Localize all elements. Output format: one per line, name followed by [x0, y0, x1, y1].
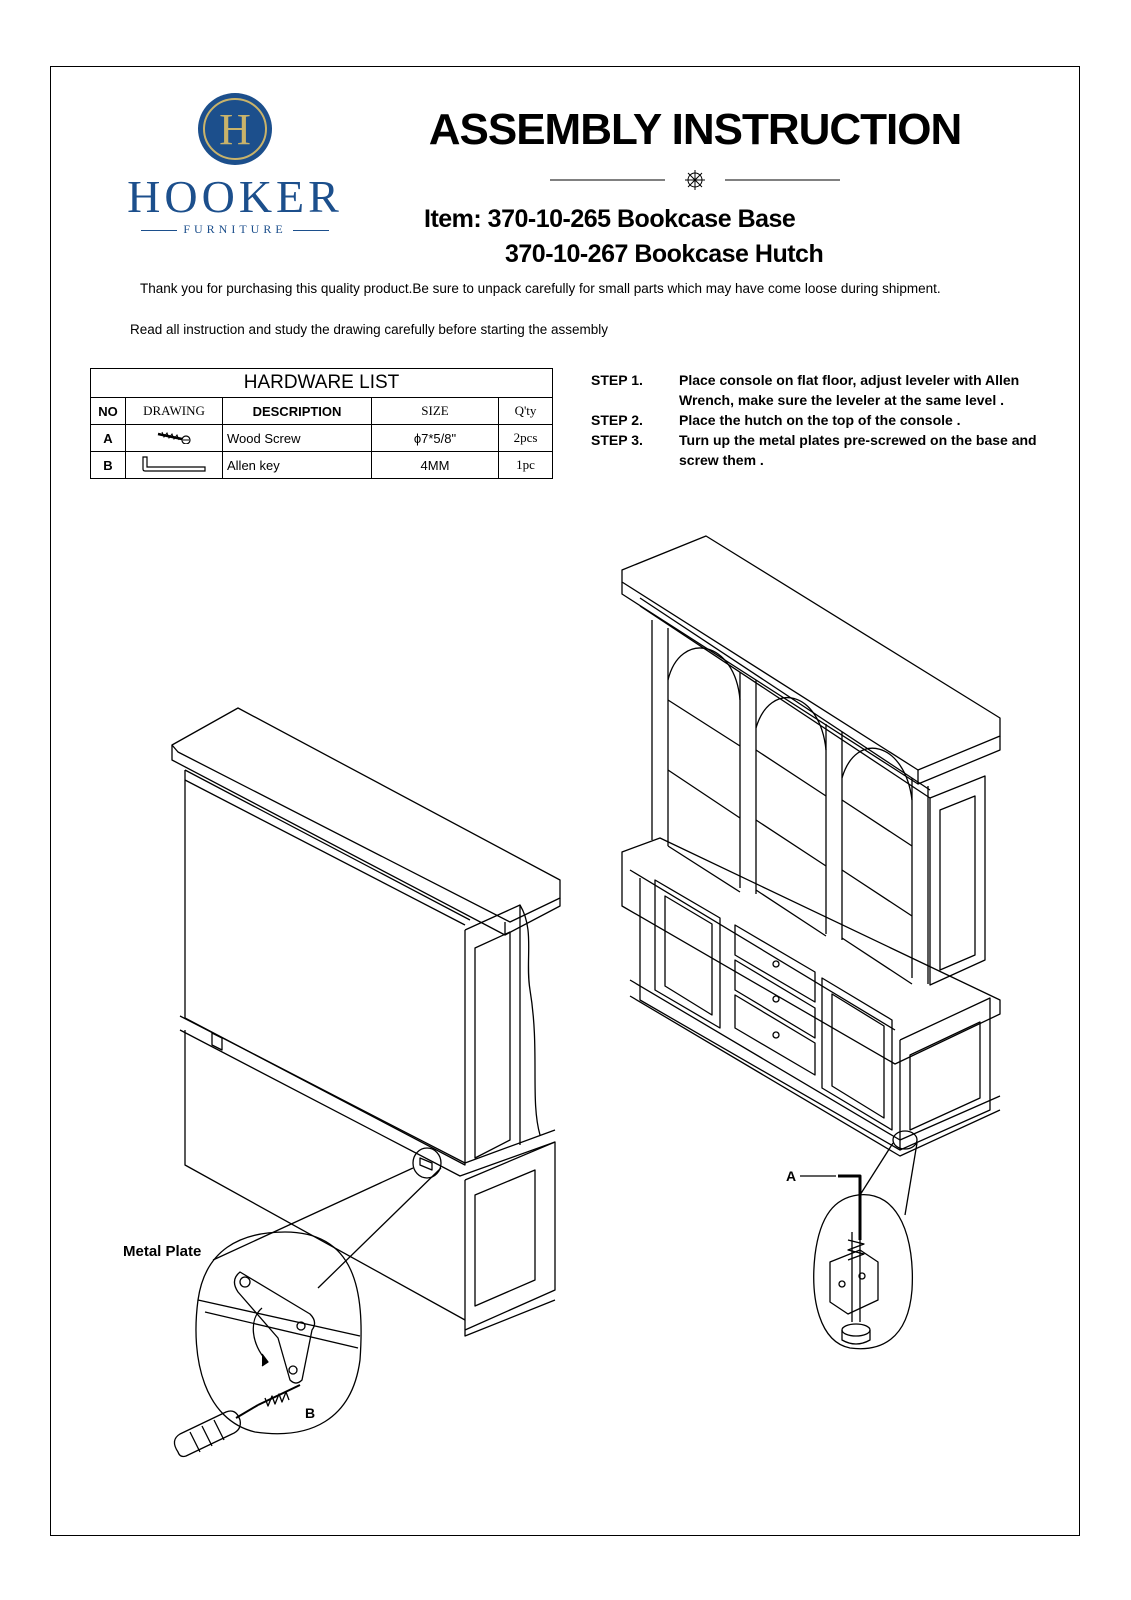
page-title: ASSEMBLY INSTRUCTION [428, 105, 963, 154]
item-number-hutch: 370-10-267 Bookcase Hutch [505, 240, 824, 268]
step-number: STEP 3. [591, 432, 643, 448]
step-text: Place the hutch on the top of the consol… [679, 412, 961, 428]
table-row: B Allen key 4MM 1pc [90, 451, 553, 479]
assembly-steps: STEP 1. Place console on flat floor, adj… [591, 370, 1061, 470]
intro-paragraph-2: Read all instruction and study the drawi… [130, 322, 609, 337]
header-qty: Q'ty [498, 397, 553, 425]
item-number-base: Item: 370-10-265 Bookcase Base [424, 205, 796, 233]
hooker-logo: H [198, 93, 272, 165]
allen-key-icon [125, 451, 223, 479]
logo-monogram: H [219, 105, 251, 154]
step-text: Place console on flat floor, adjust leve… [679, 372, 1020, 408]
ornament-icon [685, 170, 705, 190]
intro-paragraph-1: Thank you for purchasing this quality pr… [140, 281, 941, 296]
logo-tagline: FURNITURE [110, 222, 360, 237]
header-drawing: DRAWING [125, 397, 223, 425]
hardware-list-table: HARDWARE LIST NO DRAWING DESCRIPTION SIZ… [90, 368, 553, 479]
step-number: STEP 1. [591, 372, 643, 388]
step-1: STEP 1. Place console on flat floor, adj… [591, 370, 1061, 410]
callout-a-label: A [786, 1168, 797, 1184]
row-description: Allen key [222, 451, 372, 479]
bookcase-back-view [171, 707, 561, 1337]
bookcase-front-view [621, 535, 1001, 1216]
row-qty: 1pc [498, 451, 553, 479]
header-size: SIZE [371, 397, 499, 425]
step-3: STEP 3. Turn up the metal plates pre-scr… [591, 430, 1061, 470]
metal-plate-detail [173, 1231, 362, 1458]
callout-b-label: B [305, 1405, 316, 1421]
logo-tagline-text: FURNITURE [183, 222, 287, 236]
leveler-detail [800, 1174, 914, 1350]
step-text: Turn up the metal plates pre-screwed on … [679, 432, 1037, 468]
row-size: ϕ7*5/8" [371, 424, 499, 452]
step-2: STEP 2. Place the hutch on the top of th… [591, 410, 1061, 430]
row-no: B [90, 451, 126, 479]
page-border [50, 66, 1080, 1536]
logo-wordmark: HOOKER [127, 171, 343, 222]
metal-plate-label: Metal Plate [123, 1243, 202, 1260]
title-divider [550, 170, 840, 190]
row-size: 4MM [371, 451, 499, 479]
header-no: NO [90, 397, 126, 425]
step-number: STEP 2. [591, 412, 643, 428]
